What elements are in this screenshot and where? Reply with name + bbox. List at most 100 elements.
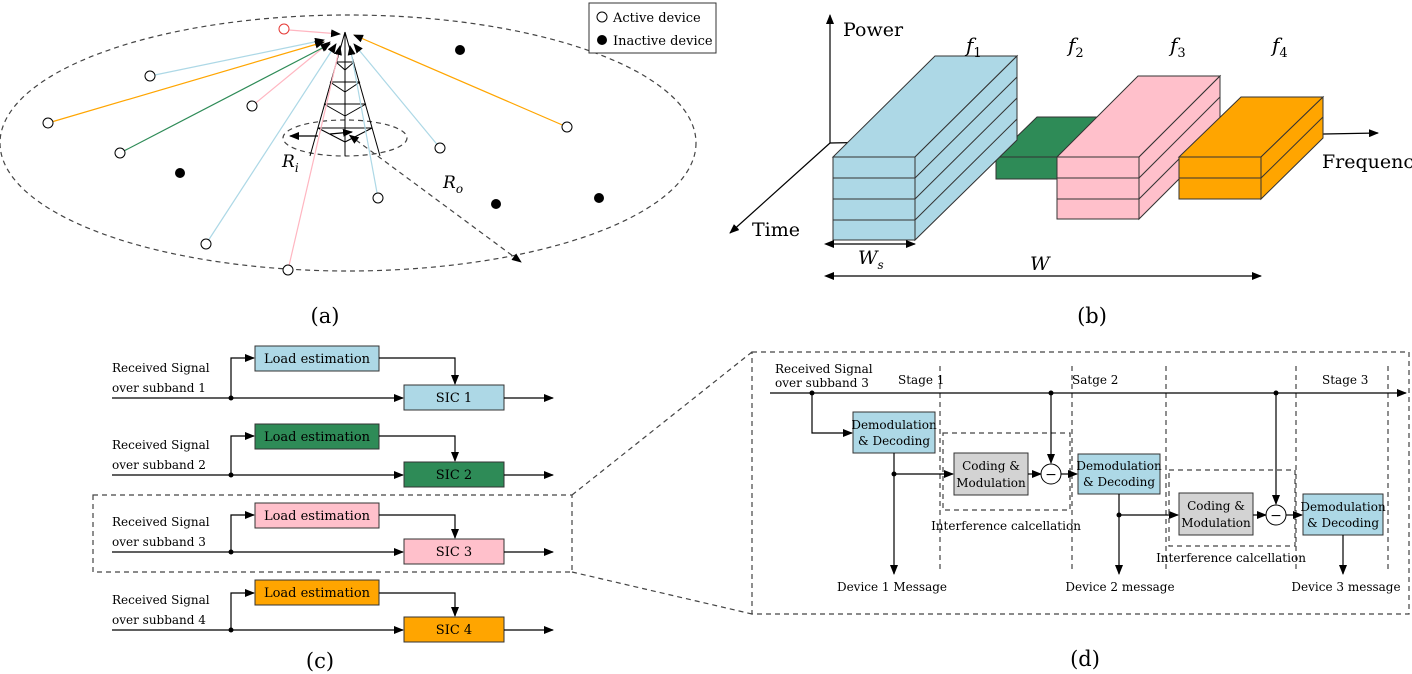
sic-label: SIC 2 (436, 468, 472, 483)
base-station-tower-icon (309, 31, 381, 157)
active-device-icon (42, 117, 54, 129)
output-label: Device 1 Message (837, 580, 947, 594)
stage-label: Satge 2 (1072, 373, 1118, 387)
ri-arrow-right (329, 128, 353, 137)
active-device-icon (246, 100, 258, 112)
inactive-device-icon (491, 199, 501, 209)
demod-label: Demodulation (1076, 459, 1162, 473)
band-label-f4: f4 (1270, 33, 1288, 61)
legend-active-icon (596, 11, 608, 23)
subband-f3-block (1055, 74, 1222, 221)
legend-inactive-label: Inactive device (613, 34, 713, 49)
subband-f1-block (831, 54, 1019, 242)
interference-frame (1168, 469, 1296, 547)
panel-c-receivers: Received Signal over subband 1 Load esti… (92, 345, 753, 673)
demod-label: & Decoding (858, 434, 930, 448)
load-estimation-label: Load estimation (264, 509, 371, 524)
power-axis-label: Power (843, 19, 904, 41)
legend: Active device Inactive device (588, 2, 717, 54)
zoom-line-bottom (571, 571, 753, 615)
active-device-icon (114, 147, 126, 159)
panel-d-sic-detail: Received Signal over subband 3 Stage 1 S… (751, 351, 1410, 671)
subband-f2-block (994, 116, 1100, 180)
minus-symbol: − (1270, 508, 1282, 524)
row-input-label: over subband 3 (112, 535, 206, 549)
output-label: Device 3 message (1291, 580, 1400, 594)
receiver-row: Received Signal over subband 4 Load esti… (112, 579, 554, 643)
panel-a-network: Ri Ro (0, 2, 717, 328)
demod-label: & Decoding (1307, 516, 1379, 530)
stage-label: Stage 1 (898, 373, 944, 387)
subband3-highlight (92, 494, 573, 573)
active-devices (42, 23, 573, 276)
demod-box (1302, 493, 1384, 536)
uplink-lines (47, 29, 568, 271)
stage-dividers (939, 366, 1389, 572)
active-device-icon (372, 192, 384, 204)
minus-symbol: − (1045, 467, 1057, 483)
subband-f4-block (1177, 95, 1325, 201)
output-label: Device 2 message (1065, 580, 1174, 594)
load-estimation-label: Load estimation (264, 586, 371, 601)
ro-arrow (348, 134, 522, 263)
coding-box (953, 452, 1029, 496)
row-input-label: over subband 4 (112, 613, 206, 627)
coding-label: Coding & (1187, 499, 1245, 513)
inactive-device-icon (594, 193, 604, 203)
coding-label: Modulation (1181, 516, 1251, 530)
time-axis (729, 142, 831, 234)
stage-label: Stage 3 (1322, 373, 1368, 387)
load-estimation-label: Load estimation (264, 430, 371, 445)
receiver-row: Received Signal over subband 3 Load esti… (112, 502, 554, 565)
interference-label: Interference calcellation (931, 519, 1081, 533)
band-label-f2: f2 (1066, 33, 1084, 61)
row-input-label: Received Signal (112, 361, 210, 375)
load-estimation-box (254, 579, 380, 606)
caption-a: (a) (311, 304, 340, 328)
band-label-f3: f3 (1168, 33, 1186, 61)
receiver-row: Received Signal over subband 2 Load esti… (112, 423, 554, 488)
row-input-label: Received Signal (112, 438, 210, 452)
demod-label: Demodulation (851, 418, 937, 432)
sic-box (403, 538, 505, 565)
zoom-line-top (571, 351, 753, 496)
outer-cell-boundary (0, 14, 697, 272)
load-estimation-label: Load estimation (264, 352, 371, 367)
inactive-devices (175, 45, 604, 209)
load-estimation-box (254, 502, 380, 529)
receiver-row: Received Signal over subband 1 Load esti… (112, 345, 554, 411)
sic-box (403, 616, 505, 643)
caption-d: (d) (1070, 647, 1100, 671)
w-label: W (1030, 253, 1051, 275)
frequency-axis-label: Frequency (1322, 151, 1412, 173)
band-label-f1: f1 (964, 33, 982, 61)
active-device-icon (434, 142, 446, 154)
row-input-label: over subband 2 (112, 458, 206, 472)
sic-label: SIC 3 (436, 545, 472, 560)
caption-b: (b) (1077, 304, 1107, 328)
inactive-device-icon (455, 45, 465, 55)
input-label: Received Signal (775, 362, 873, 376)
legend-inactive-icon (597, 35, 607, 45)
sic-label: SIC 1 (436, 391, 472, 406)
input-label: over subband 3 (775, 376, 869, 390)
inactive-device-icon (175, 168, 185, 178)
ws-label: Ws (858, 247, 884, 272)
demod-label: Demodulation (1300, 500, 1386, 514)
legend-active-label: Active device (612, 11, 701, 26)
sic-label: SIC 4 (436, 623, 472, 638)
coding-label: Coding & (962, 459, 1020, 473)
active-device-icon (144, 70, 156, 82)
time-axis-label: Time (752, 219, 800, 241)
active-device-icon (561, 121, 573, 133)
sic-detail-frame (751, 351, 1410, 615)
interference-label: Interference calcellation (1156, 551, 1306, 565)
active-device-icon (282, 264, 294, 276)
sic-box (403, 384, 505, 411)
load-estimation-box (254, 345, 380, 372)
active-device-icon (278, 23, 290, 35)
coding-box (1178, 492, 1254, 536)
ri-label: Ri (281, 152, 299, 175)
active-device-icon (200, 238, 212, 250)
